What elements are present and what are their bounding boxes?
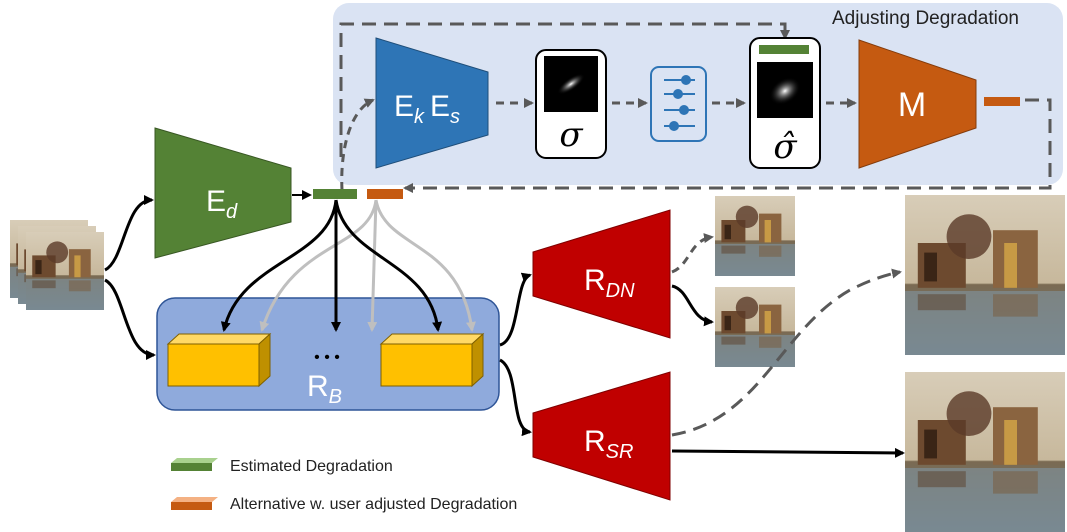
module-m: [858, 39, 977, 169]
rb-cube-right: [379, 332, 485, 388]
encoder-ek-es: [375, 37, 489, 169]
dashed-arrow-to-encoder: [340, 98, 375, 191]
encoder-ed-label: Ed: [206, 185, 238, 223]
black-arrow-1: [220, 199, 338, 332]
legend-estimated-swatch: [171, 458, 218, 471]
arrow-input-to-ed: [104, 195, 154, 272]
dashed-arrow-rsr-to-adjusted: [671, 268, 902, 437]
arrow-rb-to-rdn: [499, 272, 532, 347]
denoised-output-adjusted: [715, 196, 795, 276]
arrow-rb-to-rsr: [499, 358, 532, 437]
slider-adjust-icon[interactable]: [650, 66, 707, 142]
black-arrow-3: [334, 199, 443, 332]
arrow-rsr-to-estimated: [671, 447, 905, 458]
arrow-rdn-to-estimated: [671, 284, 714, 327]
decoder-rdn-label: RDN: [584, 264, 635, 302]
kernel-sigma-hat-image: [769, 77, 801, 105]
input-image-stack: [10, 220, 104, 310]
encoder-ed: [154, 127, 292, 259]
dashed-arrow-to-sigma-hat: [339, 22, 790, 157]
decoder-rsr: [532, 371, 671, 501]
rb-cube-left: [166, 332, 272, 388]
estimated-degradation-code: [313, 189, 357, 199]
legend-alternative-label: Alternative w. user adjusted Degradation: [230, 496, 518, 513]
sr-output-adjusted: [905, 195, 1065, 355]
legend-alternative-swatch: [171, 497, 218, 510]
arrow-input-to-rb: [104, 278, 156, 360]
gray-arrow-1: [259, 199, 378, 332]
decoder-rdn: [532, 209, 671, 339]
dashed-arrow-return: [403, 98, 1052, 193]
legend-estimated-label: Estimated Degradation: [230, 458, 393, 475]
estimated-code-small: [759, 45, 809, 54]
sr-output-estimated: [905, 372, 1065, 532]
sigma-hat-symbol: σ̂: [773, 127, 797, 167]
gray-arrow-3: [374, 199, 476, 332]
kernel-sigma-image: [557, 73, 585, 95]
adjusted-degradation-code: [367, 189, 403, 199]
rb-ellipsis: • • •: [314, 349, 340, 366]
gray-arrow-2: [367, 199, 378, 332]
panel-title: Adjusting Degradation: [832, 8, 1019, 29]
dashed-arrow-rdn-to-adjusted: [671, 233, 714, 274]
adjusted-code-output: [984, 97, 1020, 106]
rb-label: RB: [307, 370, 342, 408]
module-m-label: M: [898, 86, 926, 124]
sigma-symbol: σ: [559, 115, 583, 155]
decoder-rsr-label: RSR: [584, 425, 633, 463]
